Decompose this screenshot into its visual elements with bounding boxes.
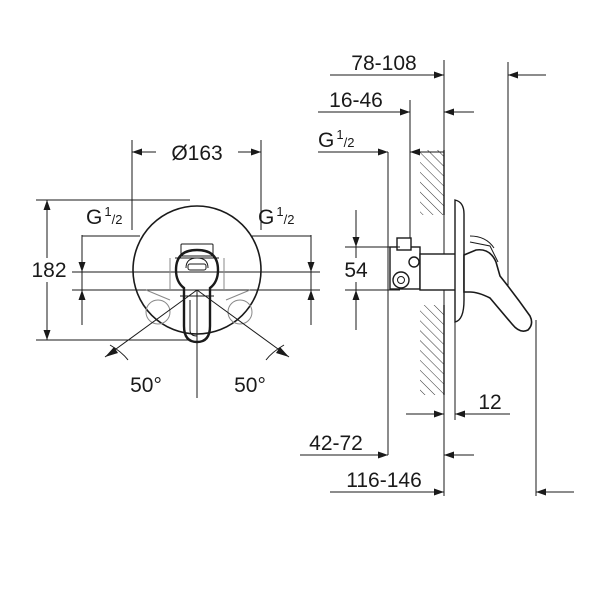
angle-label-right: 50° bbox=[234, 374, 266, 397]
lever-side-profile bbox=[463, 248, 533, 332]
angle-label-left: 50° bbox=[130, 374, 162, 397]
dim-label-78-108: 78-108 bbox=[351, 52, 416, 75]
height-label-182: 182 bbox=[31, 259, 66, 282]
diameter-label: Ø163 bbox=[171, 142, 222, 165]
diameter-dimension: Ø163 bbox=[131, 140, 262, 230]
valve-body-right bbox=[227, 299, 253, 325]
dim-label-12: 12 bbox=[478, 391, 501, 414]
dim-12: 12 bbox=[406, 391, 510, 418]
dim-54: 54 bbox=[336, 210, 400, 330]
valve-top-fitting bbox=[396, 237, 412, 251]
rotation-angle-lines bbox=[104, 289, 290, 398]
dim-16-46: 16-46 bbox=[318, 89, 474, 116]
dim-label-42-72: 42-72 bbox=[309, 432, 363, 455]
wall-hatch-lower bbox=[420, 305, 444, 395]
dim-42-72: 42-72 bbox=[300, 432, 474, 459]
dim-78-108: 78-108 bbox=[330, 52, 546, 79]
handle-fitting bbox=[180, 243, 214, 257]
dim-label-54: 54 bbox=[344, 259, 368, 282]
dim-116-146: 116-146 bbox=[330, 469, 574, 496]
connection-top-right bbox=[408, 256, 420, 268]
connection-left-bottom bbox=[392, 271, 410, 289]
cover-plate-side bbox=[454, 199, 465, 323]
thread-spacing-lines bbox=[72, 235, 320, 325]
valve-body-left bbox=[145, 299, 171, 325]
height-dimension-182: 182 bbox=[26, 199, 190, 341]
dim-label-16-46: 16-46 bbox=[329, 89, 383, 112]
valve-spindle bbox=[419, 253, 459, 291]
lever-handle bbox=[174, 248, 220, 344]
wall-hatch-upper bbox=[420, 150, 444, 215]
dim-label-116-146: 116-146 bbox=[346, 469, 422, 492]
